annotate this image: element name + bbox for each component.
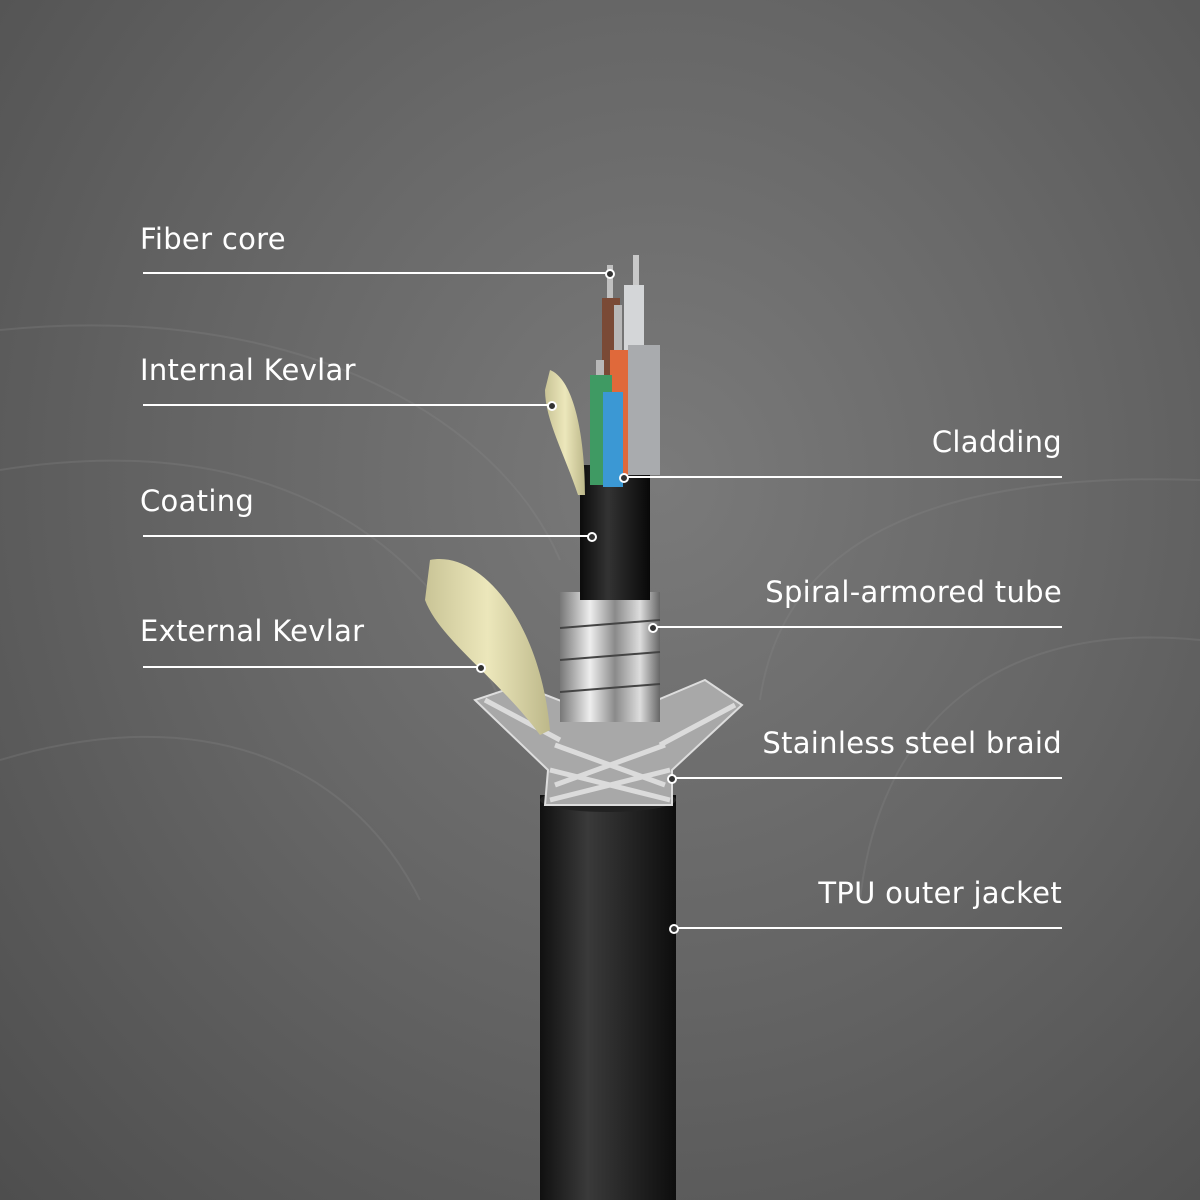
label-internal-kevlar: Internal Kevlar (140, 353, 356, 387)
external-kevlar-shape (425, 559, 550, 735)
internal-kevlar-shape (545, 370, 585, 495)
label-tpu-outer-jacket: TPU outer jacket (818, 876, 1062, 910)
leader-line-coating (143, 535, 588, 537)
marker-tpu-outer-jacket (669, 924, 679, 934)
marker-spiral-armored-tube (648, 623, 658, 633)
marker-fiber-core (605, 269, 615, 279)
leader-line-internal-kevlar (143, 404, 548, 406)
marker-cladding (619, 473, 629, 483)
fiber-bundle (590, 255, 660, 487)
leader-line-tpu-outer-jacket (678, 927, 1062, 929)
leader-line-cladding (628, 476, 1062, 478)
tpu-jacket-shape (540, 795, 676, 1200)
label-stainless-steel-braid: Stainless steel braid (762, 726, 1062, 760)
marker-internal-kevlar (547, 401, 557, 411)
label-fiber-core: Fiber core (140, 222, 286, 256)
label-external-kevlar: External Kevlar (140, 614, 365, 648)
leader-line-stainless-steel-braid (676, 777, 1062, 779)
leader-line-spiral-armored-tube (657, 626, 1062, 628)
label-coating: Coating (140, 484, 255, 518)
marker-external-kevlar (476, 663, 486, 673)
label-cladding: Cladding (931, 425, 1062, 459)
marker-stainless-steel-braid (667, 774, 677, 784)
leader-line-external-kevlar (143, 666, 477, 668)
leader-line-fiber-core (143, 272, 606, 274)
marker-coating (587, 532, 597, 542)
label-spiral-armored-tube: Spiral-armored tube (765, 575, 1062, 609)
